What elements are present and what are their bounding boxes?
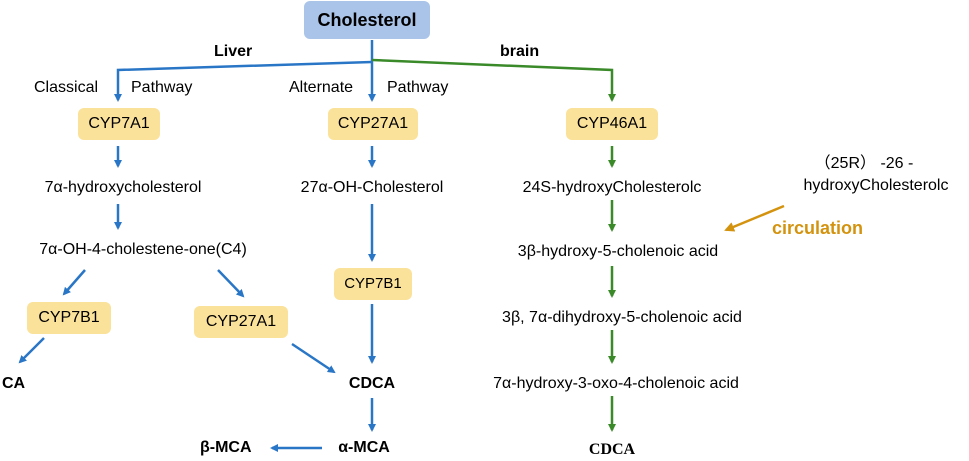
cyp27a1-enzyme-left: CYP27A1	[194, 306, 288, 338]
classical-label-2: Pathway	[131, 79, 193, 96]
27a-oh-cholesterol: 27α-OH-Cholesterol	[300, 179, 444, 196]
ca-product: CA	[2, 375, 26, 392]
a-mca-product: α-MCA	[338, 439, 390, 456]
alternate-label-2: Pathway	[387, 79, 449, 96]
b-mca-product: β-MCA	[200, 439, 252, 456]
c4-intermediate: 7α-OH-4-cholestene-one(C4)	[39, 241, 247, 258]
arrow-c4-right	[217, 269, 245, 298]
liver-label: Liver	[214, 43, 253, 60]
cdca-product-right: CDCA	[588, 441, 636, 458]
arrow-liver-classical	[114, 60, 373, 102]
cyp46a1-enzyme: CYP46A1	[566, 108, 658, 140]
arrow-c4-left	[62, 269, 86, 296]
circulation-label: circulation	[772, 218, 864, 238]
cyp7b1-enzyme-mid: CYP7B1	[334, 268, 412, 300]
25r-hydroxycholesterol-line2: hydroxyCholesterolc	[803, 177, 949, 194]
brain-label: brain	[500, 43, 540, 60]
arrow-cyp27a1-cdca	[291, 342, 336, 374]
7a-hydroxycholesterol: 7α-hydroxycholesterol	[44, 179, 202, 196]
24s-hydroxycholesterol: 24S-hydroxyCholesterolc	[522, 179, 702, 196]
classical-label-1: Classical	[34, 79, 99, 96]
cholesterol-node: Cholesterol	[304, 1, 430, 39]
dihydroxy-5-cholenoic-acid: 3β, 7α-dihydroxy-5-cholenoic acid	[502, 309, 742, 326]
alternate-label-1: Alternate	[289, 79, 354, 96]
cyp7b1-enzyme-left: CYP7B1	[27, 302, 111, 334]
cyp27a1-enzyme-top: CYP27A1	[328, 108, 418, 140]
25r-hydroxycholesterol-line1: （25R） -26 -	[814, 155, 914, 172]
arrow-circulation	[724, 204, 785, 232]
arrow-cyp7b1-ca	[18, 337, 45, 364]
3b-hydroxy-5-cholenoic-acid: 3β-hydroxy-5-cholenoic acid	[517, 243, 719, 260]
arrow-brain	[371, 58, 616, 102]
cyp7a1-enzyme: CYP7A1	[78, 108, 160, 140]
7a-hydroxy-3-oxo-4-cholenoic-acid: 7α-hydroxy-3-oxo-4-cholenoic acid	[493, 375, 739, 392]
cdca-product-mid: CDCA	[348, 375, 396, 392]
